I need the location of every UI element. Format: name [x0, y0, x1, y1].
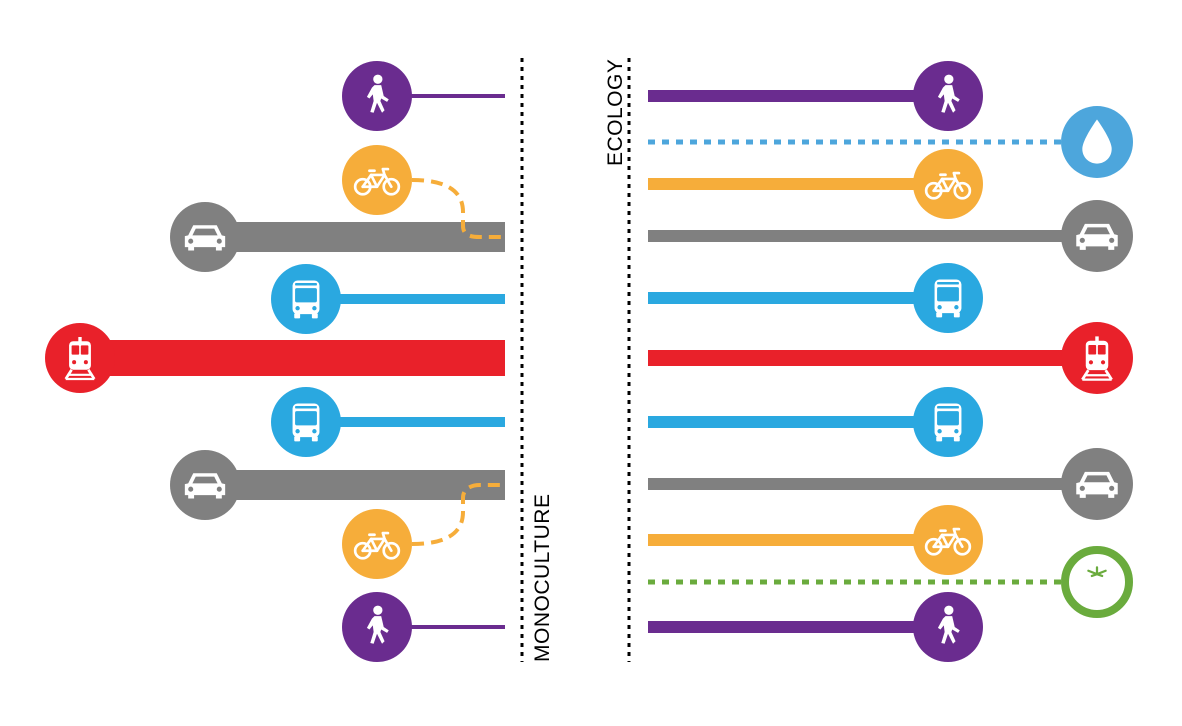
train-icon [1061, 322, 1133, 394]
train-icon [45, 323, 115, 393]
pedestrian-icon [913, 61, 983, 131]
bus-icon [913, 387, 983, 457]
car-icon [1061, 200, 1133, 272]
car-icon [170, 202, 240, 272]
bus-icon [271, 264, 341, 334]
ecology-label: ECOLOGY [604, 59, 627, 166]
monoculture-bicycle-path-bottom [411, 483, 505, 546]
monoculture-label: MONOCULTURE [531, 494, 554, 662]
bicycle-icon-badge [913, 505, 983, 575]
bicycle-icon [913, 149, 983, 219]
bicycle-icon [342, 145, 412, 215]
bus-icon-glyph [934, 279, 962, 318]
labels-layer: MONOCULTURE ECOLOGY [531, 59, 627, 662]
pedestrian-icon [342, 592, 412, 662]
bus-icon [913, 263, 983, 333]
car-icon [1061, 448, 1133, 520]
tomato-icon [1061, 546, 1133, 618]
bus-icon-glyph [292, 280, 320, 319]
bicycle-icon-badge [342, 145, 412, 215]
bus-icon [271, 387, 341, 457]
bicycle-icon [913, 505, 983, 575]
bus-icon-glyph [934, 403, 962, 442]
car-icon [170, 450, 240, 520]
pedestrian-icon [913, 592, 983, 662]
bicycle-icon [342, 509, 412, 579]
lanes-layer [45, 61, 1133, 662]
bicycle-icon-badge [342, 509, 412, 579]
bus-icon-glyph [292, 403, 320, 442]
monoculture-bicycle-path-top [411, 178, 505, 239]
pedestrian-icon [342, 61, 412, 131]
dividers-layer [520, 58, 631, 662]
bicycle-icon-badge [913, 149, 983, 219]
water-drop-icon [1061, 106, 1133, 178]
